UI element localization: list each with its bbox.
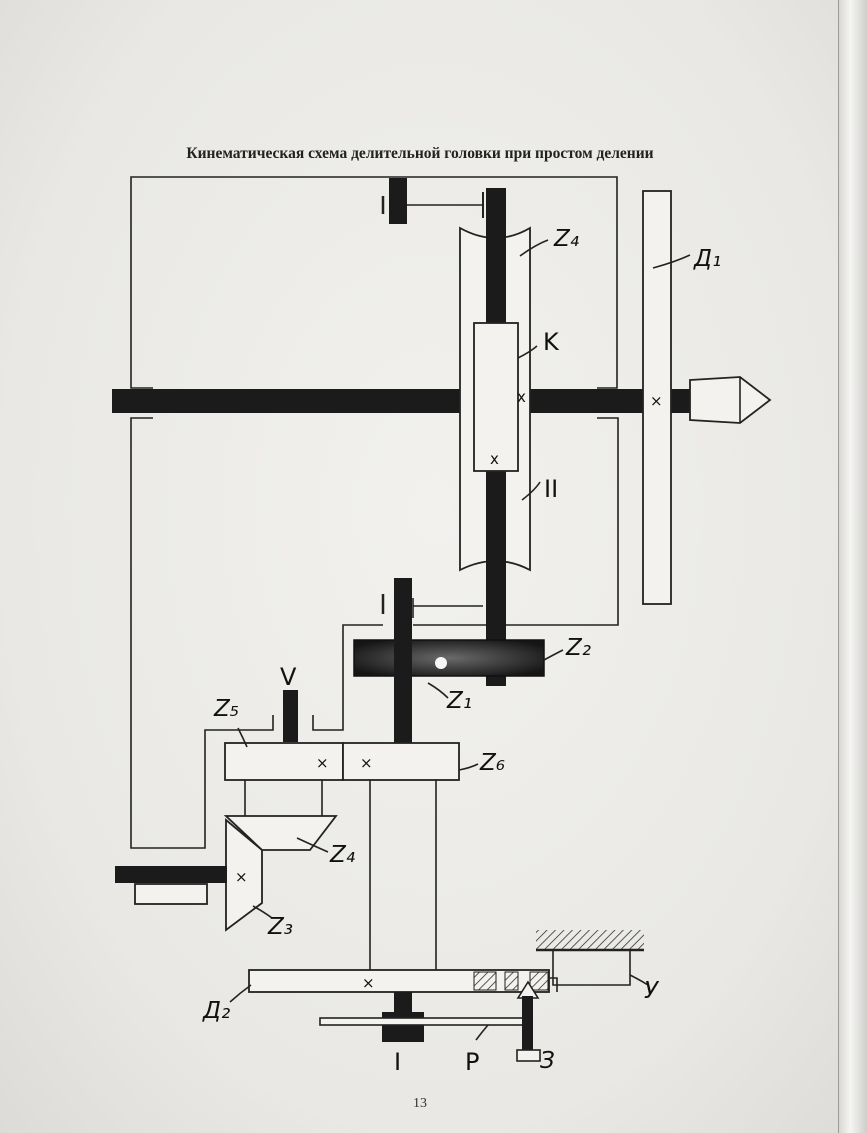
svg-text:×: × xyxy=(235,868,248,886)
label-k: K xyxy=(543,328,560,356)
label-d2: Д₂ xyxy=(202,998,230,1024)
diagram-labels: Z₄ Д₁ K II Z₂ Z₁ V Z₅ Z₆ Z₄ Z₃ Д₂ У I P … xyxy=(202,226,721,1076)
middle-clutch xyxy=(381,594,483,618)
svg-text:×: × xyxy=(650,392,663,410)
gear-z2 xyxy=(353,639,545,677)
label-z5: Z₅ xyxy=(213,696,239,722)
label-shaft-ii: II xyxy=(544,475,558,503)
leader-lines xyxy=(229,239,691,1041)
label-u: У xyxy=(644,978,660,1004)
svg-text:×: × xyxy=(362,974,375,992)
index-plate-d2: × xyxy=(248,969,550,993)
label-z1: Z₁ xyxy=(446,688,472,714)
label-z: З xyxy=(540,1048,555,1074)
label-z2: Z₂ xyxy=(565,635,591,661)
label-v: V xyxy=(280,663,297,691)
label-z6: Z₆ xyxy=(479,750,505,776)
book-spine xyxy=(838,0,867,1133)
svg-text:×: × xyxy=(360,754,373,772)
shaft-v xyxy=(283,690,298,742)
worm-k: x x xyxy=(473,322,526,472)
top-clutch xyxy=(381,178,484,224)
pin-z xyxy=(516,980,541,1062)
gears-z5-z6: × × xyxy=(224,742,460,781)
index-plate-d1: × xyxy=(642,190,672,605)
label-d1: Д₁ xyxy=(693,246,721,272)
svg-text:×: × xyxy=(316,754,329,772)
page-number: 13 xyxy=(413,1096,427,1111)
label-z3: Z₃ xyxy=(267,914,293,940)
shaft-i xyxy=(382,992,424,1042)
stop-u xyxy=(536,930,644,992)
label-shaft-i: I xyxy=(394,1048,401,1076)
label-z4-bevel: Z₄ xyxy=(329,842,355,868)
page-title: Кинематическая схема делительной головки… xyxy=(186,145,654,162)
label-z4-top: Z₄ xyxy=(553,226,579,252)
svg-text:x: x xyxy=(490,450,499,468)
bevel-gear-z3: × xyxy=(225,818,263,932)
bevel-gear-z4 xyxy=(223,815,338,851)
spindle xyxy=(112,376,772,424)
handle-arm-p xyxy=(319,1017,527,1026)
d2-supports xyxy=(369,780,437,970)
label-p: P xyxy=(465,1048,479,1076)
vertical-shaft-z1 xyxy=(394,578,412,743)
housing-outline xyxy=(130,176,619,849)
spindle-center xyxy=(689,376,772,424)
svg-text:x: x xyxy=(517,388,526,406)
bevel-supports xyxy=(244,780,323,816)
input-shaft-z3 xyxy=(115,866,227,905)
